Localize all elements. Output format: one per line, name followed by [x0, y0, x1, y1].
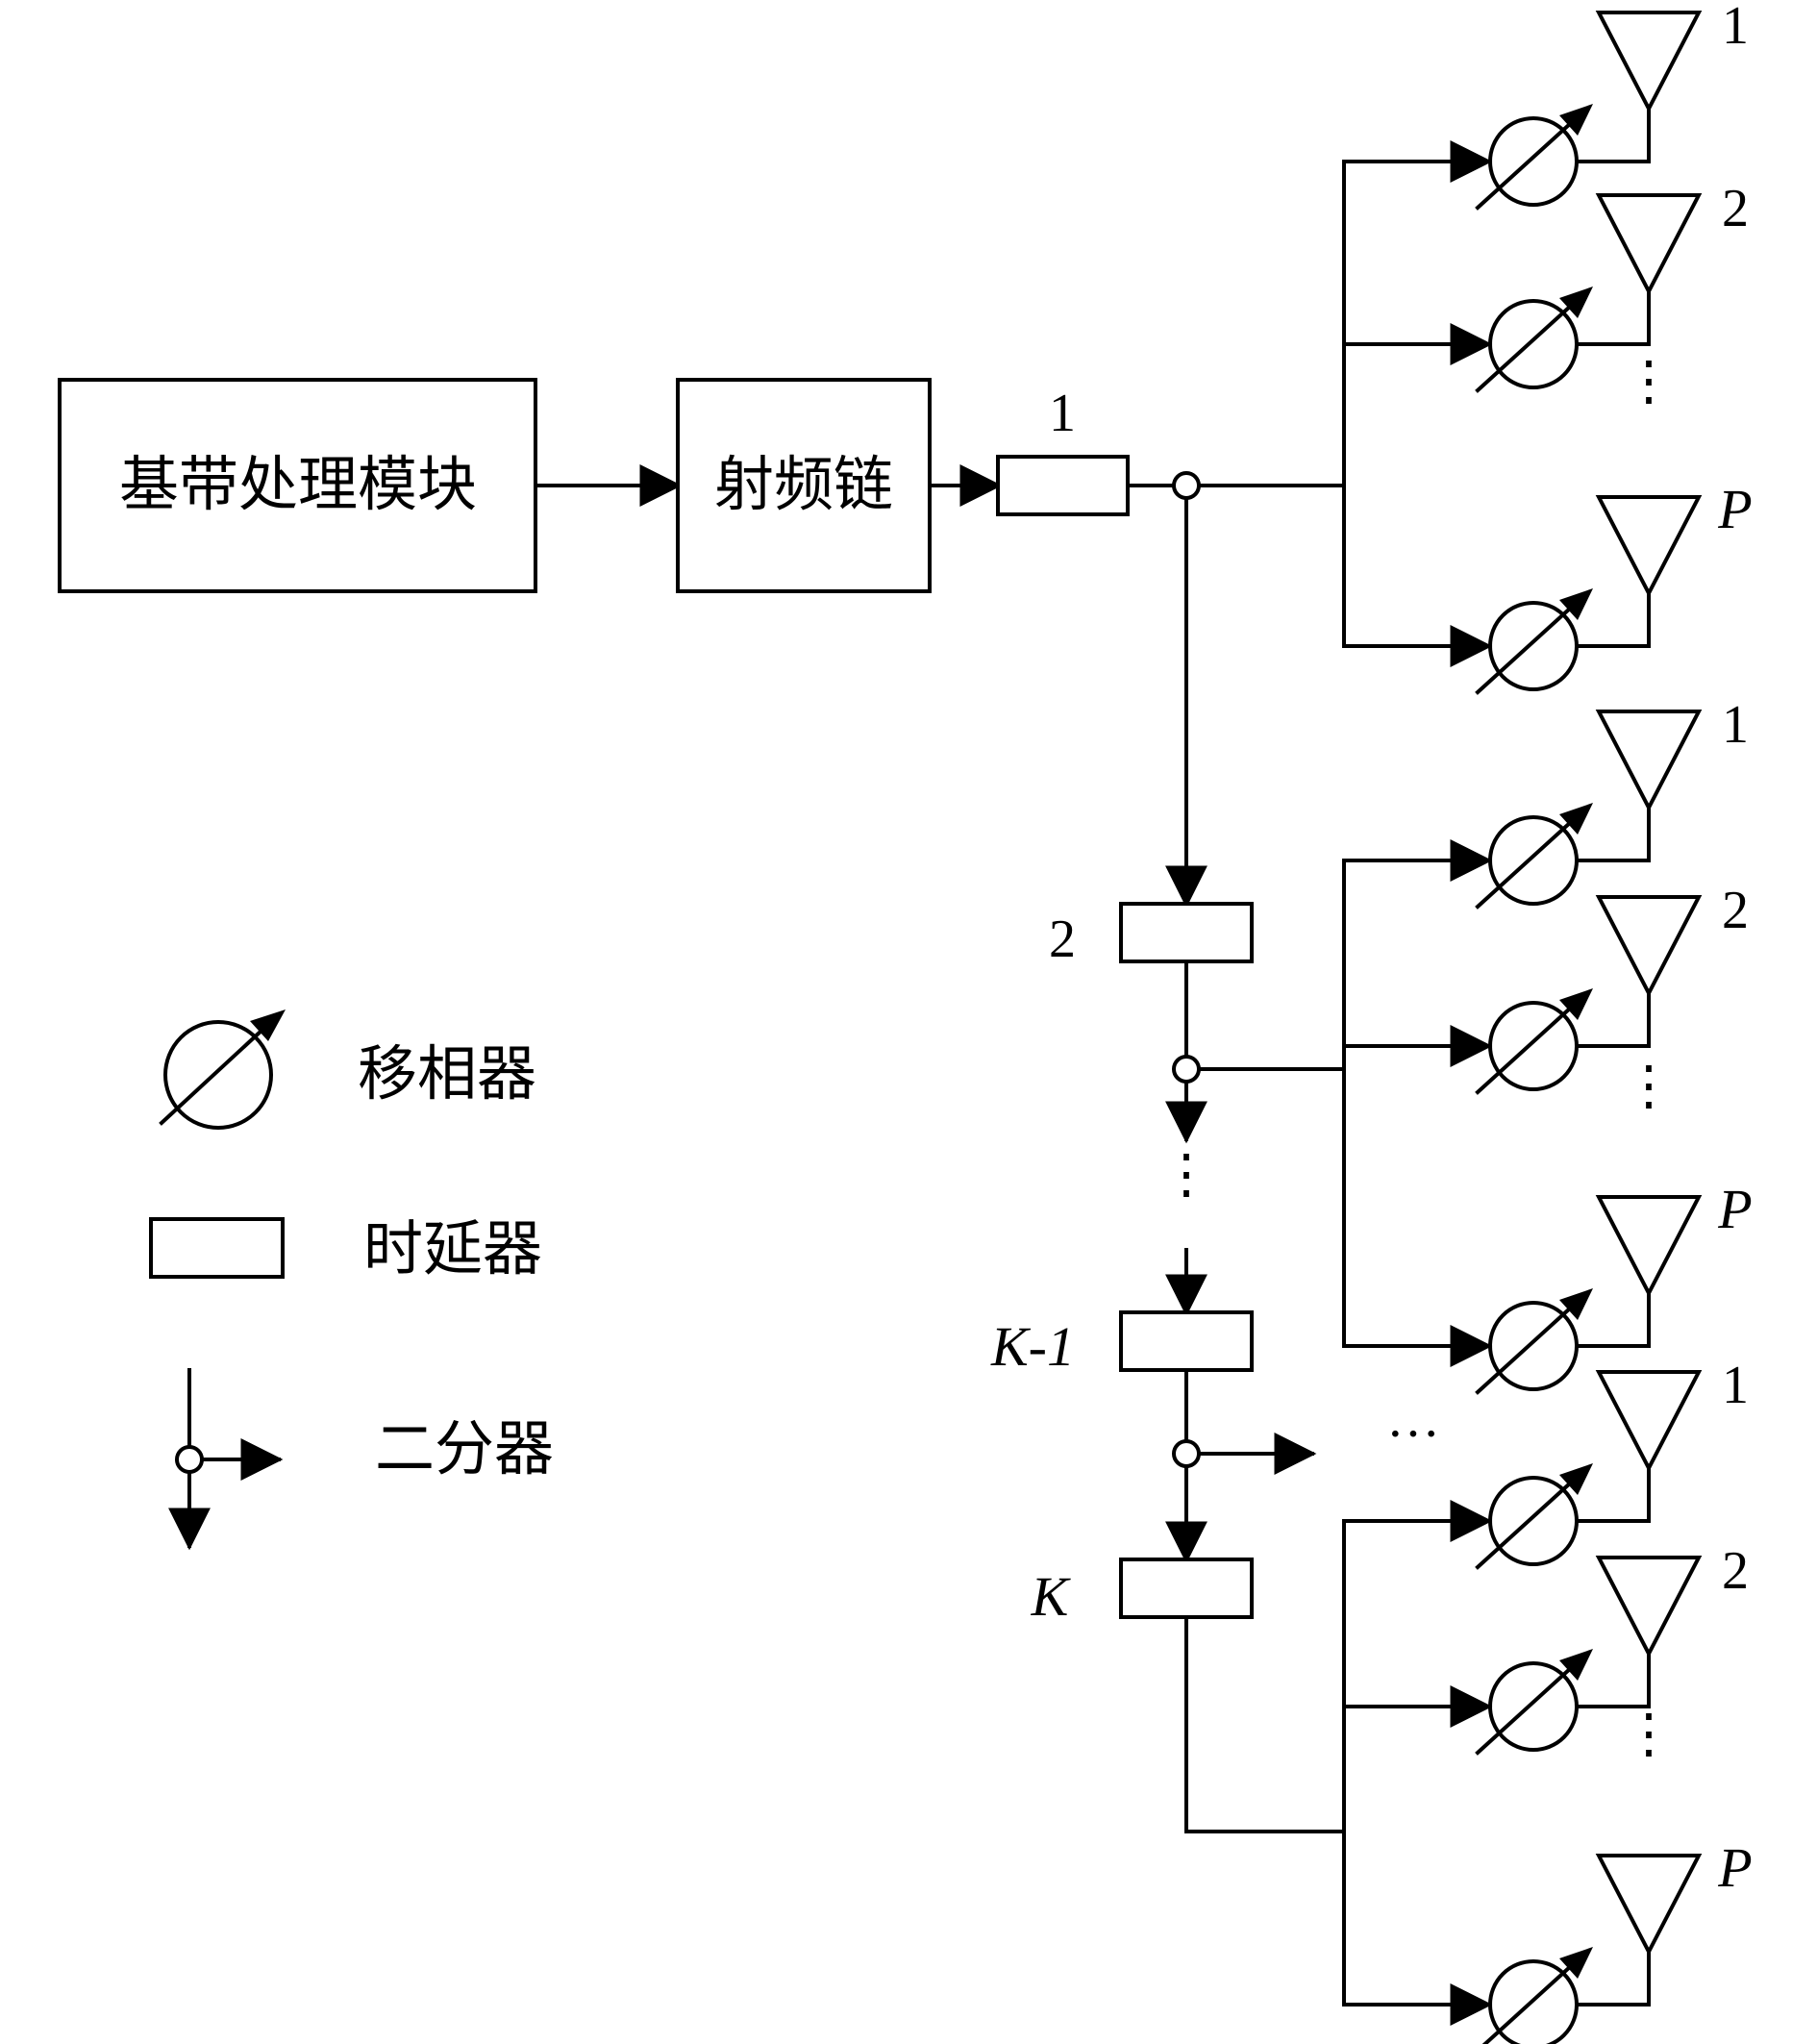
antenna-feed	[1575, 1466, 1651, 1523]
antenna-feed	[1575, 806, 1651, 862]
phase-shifter-icon	[1475, 104, 1593, 211]
delay-line-k-1	[1119, 1310, 1254, 1372]
antenna-icon	[1595, 1370, 1703, 1473]
vertical-ellipsis: ⋮	[1622, 1057, 1676, 1116]
antenna-label: 2	[1722, 881, 1749, 940]
phase-shifter-icon	[1475, 287, 1593, 393]
delay-label-k: K	[1031, 1565, 1072, 1628]
delay-label-k-1: K-1	[990, 1315, 1075, 1378]
subarray-2: 1 2P ⋮	[1342, 695, 1753, 1395]
antenna-label: 2	[1722, 1541, 1749, 1601]
antenna-feed	[1575, 991, 1651, 1048]
antenna-label: 2	[1722, 179, 1749, 238]
legend-delay-line-label: 时延器	[363, 1213, 542, 1284]
legend-phase-shifter-icon	[159, 1010, 286, 1130]
delay-label-2: 2	[1049, 910, 1076, 969]
antenna-icon	[1595, 710, 1703, 812]
phase-shifter-icon	[1475, 1649, 1593, 1756]
antenna-feed	[1575, 107, 1651, 163]
antenna-label: P	[1717, 1836, 1752, 1899]
antenna-feed	[1575, 1291, 1651, 1348]
antenna-feed	[1575, 1652, 1651, 1708]
delay-line-1	[996, 455, 1130, 516]
splitter-node-k-1	[1172, 1439, 1201, 1468]
antenna-element: 2	[1342, 881, 1749, 1095]
legend-splitter-label: 二分器	[375, 1413, 554, 1483]
antenna-icon	[1595, 193, 1703, 296]
delay-line-2	[1119, 902, 1254, 963]
delay-label-1: 1	[1049, 384, 1076, 443]
antenna-label: P	[1717, 478, 1752, 540]
horizontal-ellipsis: ···	[1386, 1405, 1440, 1464]
rf-chain-label: 射频链	[714, 449, 893, 519]
legend-splitter-icon	[168, 1368, 284, 1551]
antenna-icon	[1595, 11, 1703, 113]
antenna-icon	[1595, 1195, 1703, 1298]
subarray-3: 1 2P ⋮	[1342, 1356, 1753, 2044]
antenna-icon	[1595, 1854, 1703, 1957]
antenna-icon	[1595, 1556, 1703, 1658]
antenna-label: P	[1717, 1178, 1752, 1240]
baseband-block: 基带处理模块	[58, 378, 537, 593]
rf-chain-block: 射频链	[676, 378, 932, 593]
antenna-label: 1	[1722, 1356, 1749, 1415]
antenna-element: 2	[1342, 179, 1749, 393]
antenna-element: P	[1342, 1178, 1753, 1395]
antenna-feed	[1575, 591, 1651, 648]
phase-shifter-icon	[1475, 988, 1593, 1095]
vertical-ellipsis-chain: ⋮	[1159, 1145, 1213, 1205]
phase-shifter-icon	[1475, 803, 1593, 910]
phase-shifter-icon	[1475, 1463, 1593, 1570]
antenna-icon	[1595, 495, 1703, 598]
phase-shifter-icon	[1475, 588, 1593, 695]
antenna-label: 1	[1722, 695, 1749, 755]
antenna-icon	[1595, 895, 1703, 998]
antenna-feed	[1575, 1950, 1651, 2007]
antenna-subarrays: 12P⋮12P⋮12P⋮	[1342, 0, 1753, 2044]
antenna-element: P	[1342, 478, 1753, 695]
antenna-element: 2	[1342, 1541, 1749, 1756]
subarray-1: 1 2P ⋮	[1342, 0, 1753, 695]
wire	[1184, 1615, 1346, 1833]
splitter-node-2	[1172, 1055, 1201, 1084]
delay-line-k	[1119, 1558, 1254, 1619]
vertical-ellipsis: ⋮	[1622, 1705, 1676, 1764]
baseband-label: 基带处理模块	[119, 449, 477, 519]
phase-shifter-icon	[1475, 1288, 1593, 1395]
vertical-ellipsis: ⋮	[1622, 352, 1676, 411]
antenna-feed	[1575, 289, 1651, 346]
splitter-node-1	[1172, 471, 1201, 500]
antenna-element: 1	[1342, 0, 1749, 211]
legend: 移相器 时延器 二分器	[149, 1010, 554, 1551]
antenna-label: 1	[1722, 0, 1749, 56]
legend-phase-shifter-label: 移相器	[358, 1038, 536, 1109]
antenna-element: P	[1342, 1836, 1753, 2044]
antenna-element: 1	[1342, 695, 1749, 910]
antenna-element: 1	[1342, 1356, 1749, 1570]
phase-shifter-icon	[1481, 1947, 1593, 2044]
legend-delay-line-icon	[149, 1217, 285, 1279]
